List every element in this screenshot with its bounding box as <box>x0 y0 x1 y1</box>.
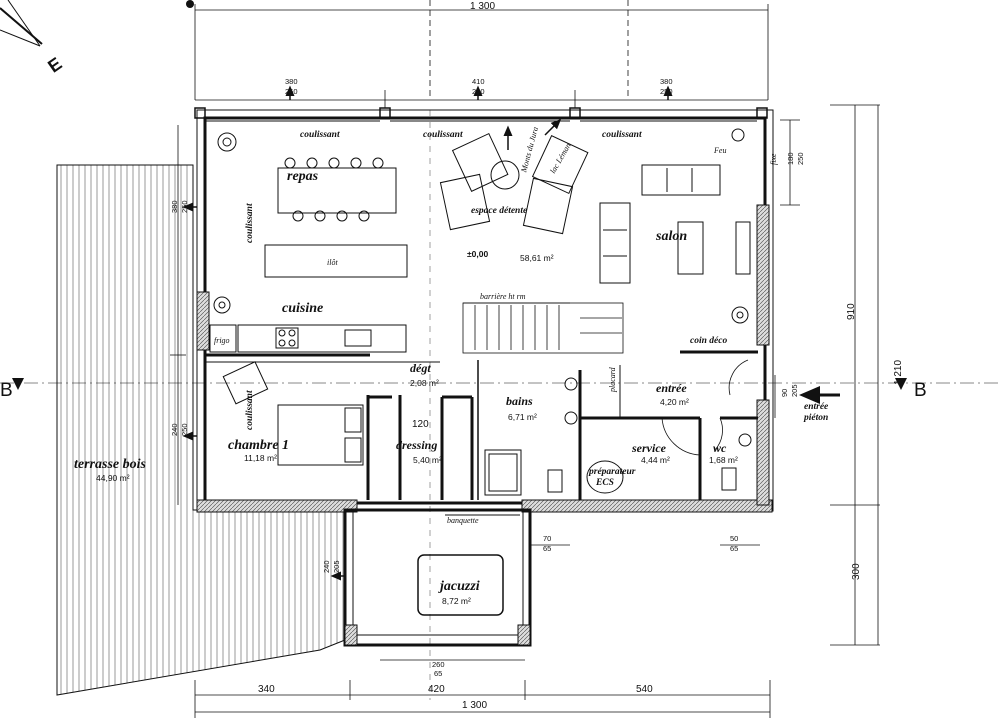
dim-bottom-540: 540 <box>636 684 653 695</box>
left-dimensions <box>170 125 186 505</box>
kitchen-island <box>264 244 408 278</box>
room-label-espace-detente: espace détente <box>471 206 528 216</box>
note-fixe: fixe <box>769 153 778 165</box>
room-label-entree: entrée <box>656 381 687 395</box>
dim-left-250b: 250 <box>180 423 189 436</box>
room-label-bains: bains <box>506 394 533 408</box>
kitchen-counter <box>209 324 407 353</box>
note-banquette: banquette <box>447 516 479 525</box>
dim-small-50: 50 <box>730 534 738 543</box>
lounge-chairs <box>439 132 589 235</box>
bottom-dimensions <box>194 544 771 718</box>
compass-north-arrow: E <box>0 0 66 77</box>
dim-small-65b: 65 <box>730 544 738 553</box>
room-label-salon: salon <box>655 229 687 244</box>
dim-right-90: 90 <box>780 389 789 397</box>
note-barriere: barrière ht rm <box>480 292 526 301</box>
building-walls <box>194 107 774 647</box>
dim-right-300: 300 <box>851 563 862 580</box>
area-chambre1: 11,18 m² <box>244 453 277 463</box>
area-living-total: 58,61 m² <box>520 253 554 263</box>
room-label-service: service <box>631 441 667 455</box>
dim-bottom-340: 340 <box>258 684 275 695</box>
note-feu: Feu <box>713 146 726 155</box>
dim-bottom-260: 260 <box>432 660 445 669</box>
area-bains: 6,71 m² <box>508 412 537 422</box>
room-label-repas: repas <box>287 169 319 184</box>
room-label-chambre1: chambre 1 <box>228 438 289 453</box>
dim-small-70: 70 <box>543 534 551 543</box>
room-label-terrasse: terrasse bois <box>74 457 147 472</box>
area-entree: 4,20 m² <box>660 397 689 407</box>
room-label-ilot: ilôt <box>327 258 338 267</box>
dim-jac-205: 205 <box>332 560 341 573</box>
room-label-wc: wc <box>713 441 727 455</box>
dim-right-1210: 1 210 <box>893 360 904 385</box>
area-dressing: 5,40 m² <box>413 455 442 465</box>
dim-right-205: 205 <box>790 384 799 397</box>
dim-top-c2: 250 <box>660 87 673 96</box>
room-label-degt: dégt <box>410 361 431 375</box>
opening-arrows <box>182 85 673 581</box>
sofas <box>599 164 751 284</box>
area-degt: 2,08 m² <box>410 378 439 388</box>
note-coin-deco: coin déco <box>690 336 727 346</box>
dim-top-total: 1 300 <box>470 1 495 12</box>
survey-mark <box>186 0 194 8</box>
dim-top-c1: 380 <box>660 77 673 86</box>
bathroom-fixtures <box>484 377 752 496</box>
dim-top-a1: 380 <box>285 77 298 86</box>
note-coulissant-3: coulissant <box>602 130 642 140</box>
dim-right-910: 910 <box>846 303 857 320</box>
note-preparateur: préparateur <box>588 467 636 477</box>
area-jacuzzi: 8,72 m² <box>442 596 471 606</box>
dim-right-180: 180 <box>786 152 795 165</box>
dim-jac-240: 240 <box>322 560 331 573</box>
note-placard: placard <box>608 366 617 393</box>
room-label-jacuzzi: jacuzzi <box>438 579 480 594</box>
room-label-dressing: dressing <box>396 438 437 452</box>
dim-top-b1: 410 <box>472 77 485 86</box>
right-dimensions <box>774 104 880 646</box>
section-mark-left: B <box>0 380 13 401</box>
door-swings <box>661 359 749 456</box>
dim-bottom-420: 420 <box>428 684 445 695</box>
note-coulissant-left: coulissant <box>245 203 255 243</box>
note-coulissant-2: coulissant <box>423 130 463 140</box>
bed <box>277 404 364 466</box>
room-label-cuisine: cuisine <box>282 301 323 316</box>
dining-table <box>277 157 397 222</box>
area-service: 4,44 m² <box>641 455 670 465</box>
staircase <box>462 302 624 354</box>
note-coulissant-chambre: coulissant <box>245 390 255 430</box>
note-ecs: ECS <box>595 478 614 488</box>
section-line <box>0 378 1000 390</box>
dim-dressing-120: 120 <box>412 419 429 430</box>
note-coulissant-1: coulissant <box>300 130 340 140</box>
section-mark-right: B <box>914 380 927 401</box>
bedroom-armchair <box>222 361 269 405</box>
area-wc: 1,68 m² <box>709 455 738 465</box>
plant-icon <box>213 128 749 324</box>
dim-left-240: 240 <box>170 423 179 436</box>
dim-top-a2: 250 <box>285 87 298 96</box>
dim-small-65a: 65 <box>543 544 551 553</box>
dim-right-250: 250 <box>796 152 805 165</box>
note-entree-pieton-2: piéton <box>803 413 828 423</box>
note-entree-pieton-1: entrée <box>804 402 829 412</box>
note-lac-leman: lac Léman <box>548 141 573 175</box>
label-frigo: frigo <box>214 336 230 345</box>
area-terrasse: 44,90 m² <box>96 473 130 483</box>
compass-label: E <box>44 53 65 76</box>
level-mark: ±0,00 <box>467 249 488 259</box>
dim-bottom-65: 65 <box>434 669 442 678</box>
dim-left-380: 380 <box>170 200 179 213</box>
jacuzzi-tub <box>417 554 504 616</box>
dim-bottom-total: 1 300 <box>462 700 487 711</box>
